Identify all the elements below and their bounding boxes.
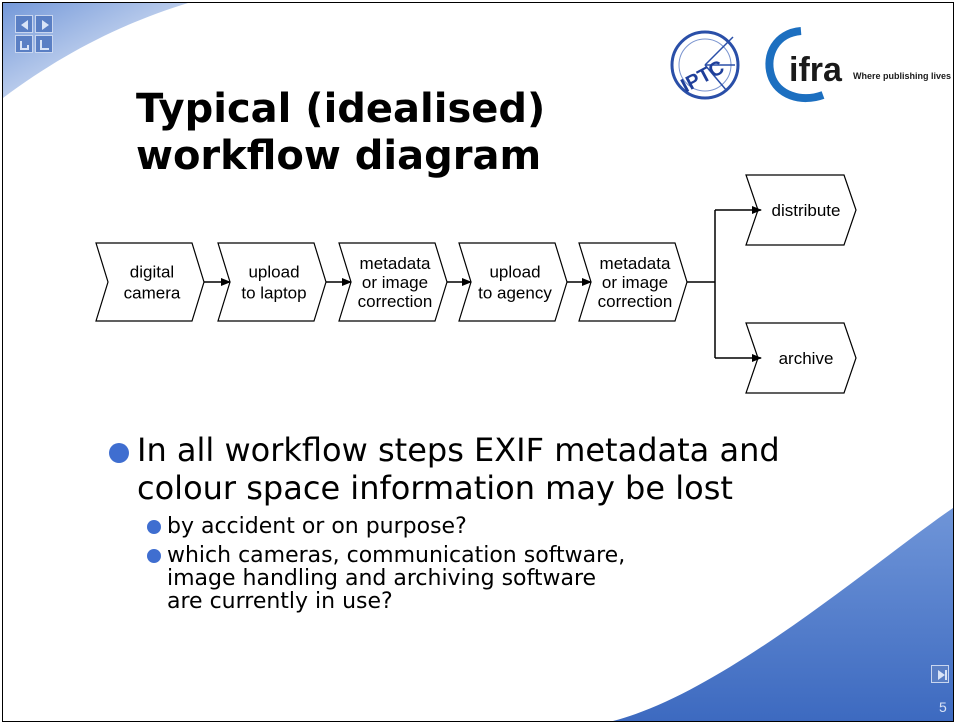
nav-home-button[interactable]: [15, 35, 33, 53]
workflow-step: [458, 242, 568, 322]
bullet-main-line: In all workflow steps EXIF metadata and: [137, 431, 780, 469]
svg-text:Where publishing lives.: Where publishing lives.: [853, 71, 951, 81]
nav-menu-button[interactable]: [35, 35, 53, 53]
nav-home-icon: [20, 41, 29, 50]
nav-forward-button[interactable]: [35, 15, 53, 33]
sub-bullet: by accident or on purpose?: [109, 515, 929, 538]
bullet-dot-icon: [147, 520, 161, 534]
slide-title-line: workflow diagram: [136, 133, 542, 179]
bullet-list: In all workflow steps EXIF metadata and …: [109, 431, 929, 613]
ifra-logo: ifra Where publishing lives.: [765, 27, 951, 103]
workflow-branch-label: archive: [779, 349, 834, 368]
svg-text:ifra: ifra: [789, 51, 843, 89]
sub-bullet: which cameras, communication software, i…: [109, 544, 929, 613]
slide-number: 5: [939, 699, 947, 715]
bottom-right-swoosh: [613, 508, 953, 721]
sub-bullet-line: are currently in use?: [167, 589, 393, 614]
sub-bullet-line: which cameras, communication software,: [167, 543, 626, 568]
nav-forward-icon: [42, 20, 49, 30]
workflow-branch-label: distribute: [772, 201, 841, 220]
bullet-dot-icon: [147, 549, 161, 563]
workflow-step: [95, 242, 205, 322]
sub-bullet-line: by accident or on purpose?: [167, 514, 467, 539]
bullet-dot-icon: [109, 443, 129, 463]
slide-title-line: Typical (idealised): [136, 86, 546, 132]
nav-back-button[interactable]: [15, 15, 33, 33]
nav-back-icon: [21, 20, 28, 30]
bullet-main: In all workflow steps EXIF metadata and …: [109, 431, 929, 507]
nav-menu-icon: [40, 40, 49, 50]
sub-bullet-line: image handling and archiving software: [167, 566, 597, 591]
nav-next-button[interactable]: [931, 665, 949, 683]
nav-next-icon: [938, 670, 947, 680]
iptc-logo: IPTC: [670, 30, 740, 100]
bullet-main-line: colour space information may be lost: [137, 469, 733, 507]
workflow-step: [217, 242, 327, 322]
slide-title: Typical (idealised) workflow diagram: [136, 86, 656, 180]
